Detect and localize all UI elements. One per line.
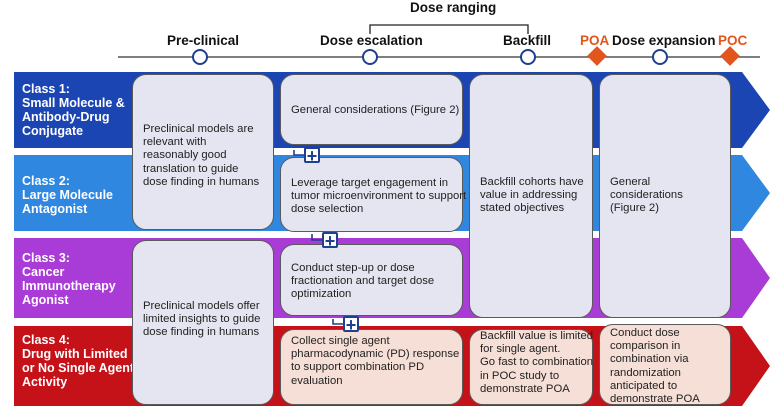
escalation-class4-text: Collect single agent pharmacodynamic (PD… [291,335,460,387]
class1-label: Class 1: Small Molecule & Antibody-Drug … [22,82,125,138]
preclinical-bottom-text: Preclinical models offer limited insight… [143,300,261,339]
escalation-class2-text: Leverage target engagement in tumor micr… [291,177,467,216]
dose-ranging-bracket [369,24,529,34]
plus-icon: + [304,147,320,165]
expansion-class4-text: Conduct dose comparison in combination v… [610,327,700,406]
poa-diamond [587,46,607,66]
escalation-class4-card: Collect single agent pharmacodynamic (PD… [280,329,463,405]
poc-label: POC [718,33,748,48]
plus-icon: + [322,232,338,250]
dose-escalation-label: Dose escalation [320,33,423,48]
backfill-class4-card: Backfill value is limited for single age… [469,329,593,405]
backfill-top-text: Backfill cohorts have value in addressin… [480,176,584,215]
dose-escalation-node [362,49,378,65]
preclinical-bottom-card: Preclinical models offer limited insight… [132,240,274,405]
escalation-class1-card: General considerations (Figure 2) [280,74,463,145]
connector-1 [293,150,304,156]
preclinical-top-text: Preclinical models are relevant with rea… [143,123,260,188]
escalation-class3-card: Conduct step-up or dose fractionation an… [280,244,463,316]
backfill-node [520,49,536,65]
backfill-top-card: Backfill cohorts have value in addressin… [469,74,593,318]
class4-label: Class 4: Drug with Limited or No Single … [22,333,135,389]
connector-2 [311,234,322,241]
dose-expansion-label: Dose expansion [612,33,716,48]
backfill-class4-text: Backfill value is limited for single age… [480,330,594,395]
escalation-class1-text: General considerations (Figure 2) [291,104,460,116]
poc-diamond [720,46,740,66]
escalation-class3-text: Conduct step-up or dose fractionation an… [291,262,435,301]
dose-expansion-node [652,49,668,65]
connector-3 [332,319,343,325]
preclinical-top-card: Preclinical models are relevant with rea… [132,74,274,230]
backfill-label: Backfill [503,33,552,48]
dose-ranging-label: Dose ranging [410,0,497,15]
expansion-class4-card: Conduct dose comparison in combination v… [599,324,731,405]
preclinical-node [192,49,208,65]
escalation-class2-card: Leverage target engagement in tumor micr… [280,157,467,232]
class2-label: Class 2: Large Molecule Antagonist [22,174,113,216]
poa-label: POA [580,33,610,48]
expansion-top-text: General considerations (Figure 2) [610,176,683,215]
plus-icon: + [343,316,359,334]
class3-label: Class 3: Cancer Immunotherapy Agonist [22,251,116,307]
preclinical-label: Pre-clinical [167,33,240,48]
expansion-top-card: General considerations (Figure 2) [599,74,731,318]
